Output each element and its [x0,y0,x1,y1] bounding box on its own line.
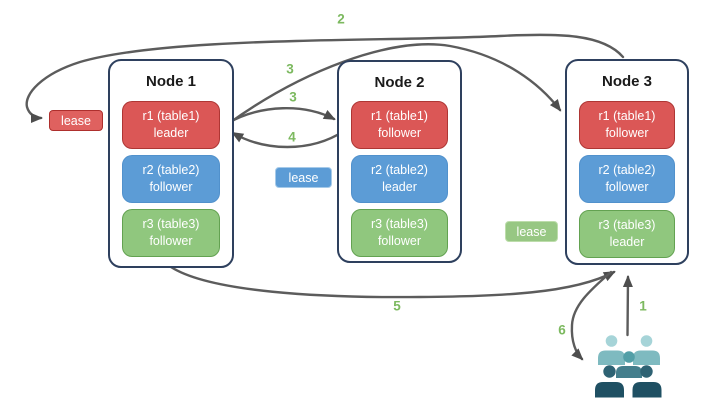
users-icon [595,335,662,398]
step-label-1: 1 [639,298,647,314]
node-2: Node 2 r1 (table1) follower r2 (table2) … [337,60,462,263]
replica-label: r1 (table1) [371,109,428,123]
replica-role: follower [605,126,649,140]
node-1-replica-r1: r1 (table1) leader [122,101,220,149]
step-label-3-upper: 3 [286,61,294,77]
lease-label: lease [516,224,547,239]
node-1-replica-r3: r3 (table3) follower [122,209,220,257]
replica-label: r1 (table1) [598,109,656,123]
replica-role: follower [377,126,422,140]
node-1: Node 1 r1 (table1) leader r2 (table2) fo… [108,59,234,268]
node-1-title: Node 1 [145,73,196,90]
replica-label: r3 (table3) [598,218,656,232]
node-2-replica-r2: r2 (table2) leader [351,155,448,203]
node-2-title: Node 2 [374,74,425,91]
step-label-4: 4 [288,129,296,145]
node-2-replica-r1: r1 (table1) follower [351,101,448,149]
arrow-step-6 [570,270,613,361]
replica-role: leader [609,235,645,249]
lease-badge-green: lease [505,221,558,242]
node-3-title: Node 3 [601,73,652,90]
node-2-replica-r3: r3 (table3) follower [351,209,448,257]
lease-badge-red: lease [49,110,103,131]
replica-role: leader [153,126,189,140]
arrow-step-3-to-node3 [226,43,562,126]
replica-role: follower [605,180,649,194]
arrow-step-1 [622,275,633,337]
replica-label: r3 (table3) [142,217,200,231]
node-3-replica-r2: r2 (table2) follower [579,155,675,203]
replica-label: r3 (table3) [371,217,428,231]
step-label-6: 6 [558,322,566,338]
step-label-2: 2 [337,11,345,27]
replica-role: leader [382,180,417,194]
replica-label: r2 (table2) [142,163,200,177]
step-label-5: 5 [393,298,401,314]
node-3-replica-r1: r1 (table1) follower [579,101,675,149]
replica-role: follower [377,234,422,248]
replica-label: r1 (table1) [142,109,200,123]
arrow-step-2 [25,33,625,123]
replica-label: r2 (table2) [371,163,428,177]
node-3-replica-r3: r3 (table3) leader [579,210,675,258]
lease-label: lease [288,170,319,185]
replica-role: follower [149,234,193,248]
replica-label: r2 (table2) [598,163,656,177]
step-label-3-lower: 3 [289,89,297,105]
replica-role: follower [149,180,193,194]
node-3: Node 3 r1 (table1) follower r2 (table2) … [565,59,689,265]
lease-badge-blue: lease [275,167,332,188]
arrow-step-3-to-node2 [226,107,336,125]
arrow-step-5 [169,265,616,299]
arrow-step-4 [231,129,346,149]
lease-label: lease [61,113,91,128]
node-1-replica-r2: r2 (table2) follower [122,155,220,203]
